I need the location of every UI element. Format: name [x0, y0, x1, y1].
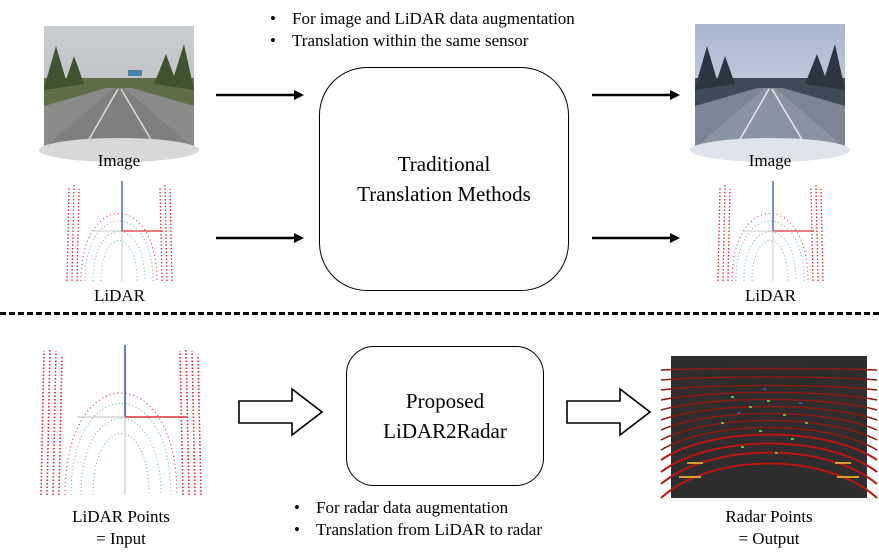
left-image-caption: Image [97, 151, 141, 170]
bottom-bullet-2: Translation from LiDAR to radar [290, 519, 542, 541]
input-caption: LiDAR Points = Input [37, 506, 205, 550]
left-lidar-caption: LiDAR [94, 286, 145, 305]
lidar2radar-box: Proposed LiDAR2Radar [346, 346, 544, 486]
top-lidar-arrow-out [592, 233, 680, 243]
top-bullet-1: For image and LiDAR data augmentation [266, 8, 575, 30]
output-caption-line2: = Output [738, 529, 800, 548]
top-image-arrow-out [592, 90, 680, 100]
lidar2radar-box-line1: Proposed [405, 389, 485, 413]
top-bullet-2: Translation within the same sensor [266, 30, 575, 52]
top-bullet-list: For image and LiDAR data augmentation Tr… [266, 8, 575, 52]
bottom-bullet-1: For radar data augmentation [290, 497, 542, 519]
traditional-methods-box: Traditional Translation Methods [319, 67, 569, 291]
input-camera-image [39, 26, 199, 162]
right-lidar-caption: LiDAR [745, 286, 796, 305]
hollow-arrow-output [566, 387, 652, 437]
input-caption-line2: = Input [96, 529, 146, 548]
output-lidar-scan [714, 181, 827, 285]
section-divider [0, 312, 879, 315]
lidar2radar-box-line2: LiDAR2Radar [383, 419, 507, 443]
bottom-bullet-list: For radar data augmentation Translation … [290, 497, 542, 541]
output-radar-points [660, 356, 878, 499]
output-caption: Radar Points = Output [671, 506, 867, 550]
output-caption-line1: Radar Points [725, 507, 813, 526]
input-lidar-scan [63, 181, 176, 285]
input-caption-line1: LiDAR Points [72, 507, 170, 526]
hollow-arrow-input [238, 387, 324, 437]
input-lidar-points [37, 345, 205, 497]
output-camera-image [690, 24, 850, 162]
traditional-box-line2: Translation Methods [357, 182, 531, 206]
top-image-arrow-in [216, 90, 304, 100]
right-image-caption: Image [748, 151, 792, 170]
top-lidar-arrow-in [216, 233, 304, 243]
traditional-box-line1: Traditional [397, 152, 491, 176]
